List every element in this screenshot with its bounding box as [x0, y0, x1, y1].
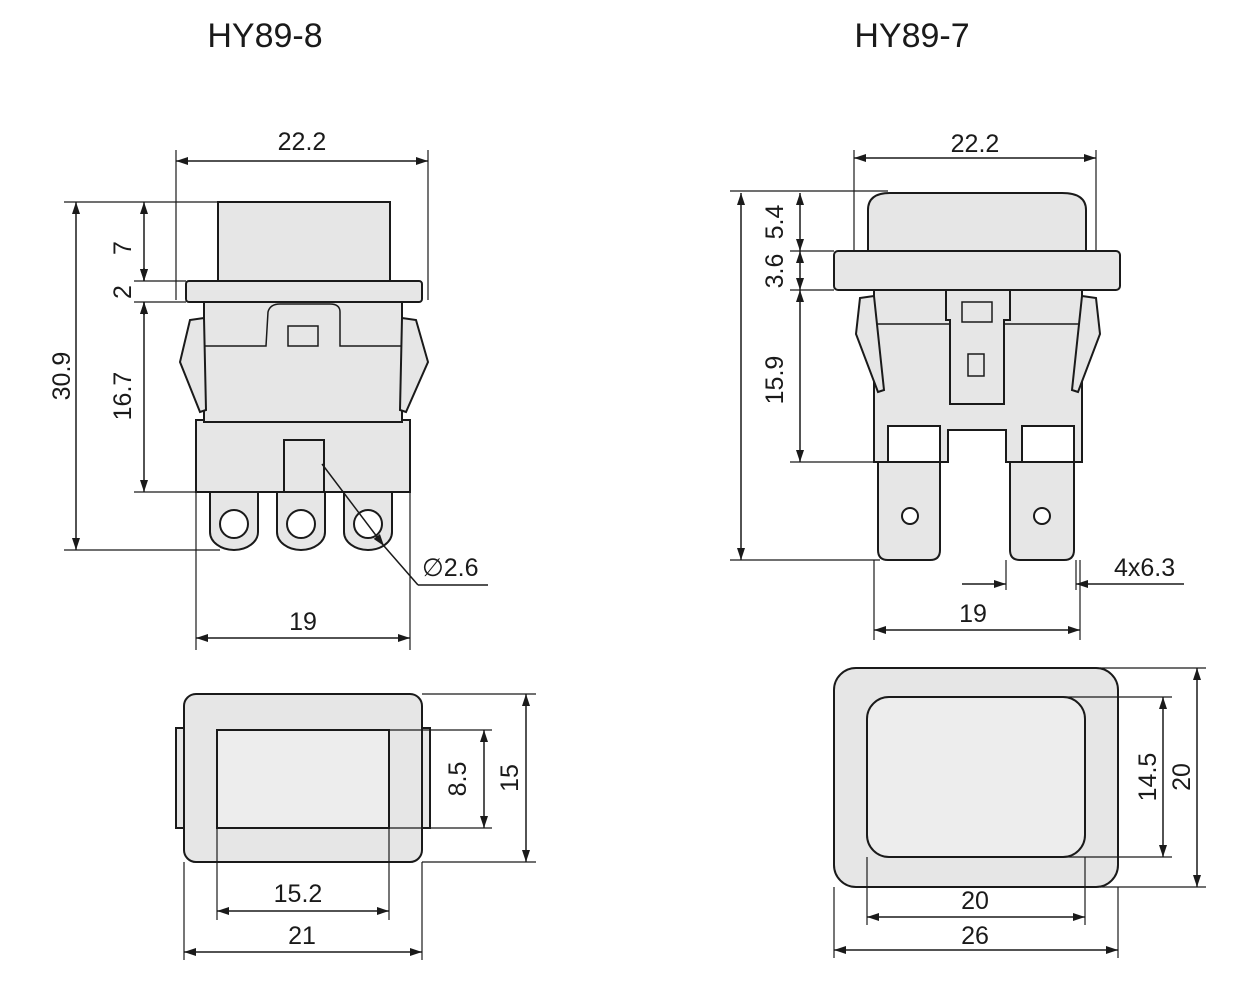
hy89-8-top-view: [175, 693, 431, 863]
inner-face-7: [866, 696, 1086, 858]
flange: [185, 280, 423, 303]
flange-7: [833, 250, 1121, 291]
dim-width-22-2-right: 22.2: [951, 130, 1000, 158]
hy89-7-top-dimensions: 14.5 20 20 26: [833, 667, 1206, 958]
clip-right-7: [1070, 294, 1102, 394]
dim-top-height-20: 20: [1168, 763, 1196, 791]
dim-flange-3-6: 3.6: [761, 254, 789, 289]
dim-base-width-19: 19: [289, 608, 317, 636]
cap: [217, 201, 391, 282]
center-tab: [283, 439, 325, 493]
left-clip: [178, 316, 208, 414]
dim-cap-height-7: 7: [109, 241, 137, 255]
dim-top-height-15: 15: [496, 764, 524, 792]
window-slot: [287, 325, 319, 347]
hy89-8-front-dimensions: 22.2 30.9 7 2 16.7 ∅2.6 19: [48, 128, 488, 650]
dim-top-width-20: 20: [961, 887, 989, 915]
dim-body-height-16-7: 16.7: [109, 372, 137, 421]
dim-cap-height-5-4: 5.4: [761, 205, 789, 240]
upper-body: [203, 301, 403, 423]
terminal-hole-2: [286, 509, 316, 539]
dim-top-width-21: 21: [288, 922, 316, 950]
terminal-hole-1: [219, 509, 249, 539]
dim-top-height-8-5: 8.5: [444, 762, 472, 797]
dim-width-22-2: 22.2: [278, 128, 327, 156]
hy89-7-front-view: [833, 192, 1121, 561]
title-hy89-7: HY89-7: [854, 17, 969, 55]
terminal-left-hole: [901, 507, 919, 525]
hy89-8-top-dimensions: 15 8.5 15.2 21: [183, 693, 536, 960]
hy89-7-top-view: [833, 667, 1119, 888]
dim-overall-height-30-9: 30.9: [48, 352, 76, 401]
actuator: [945, 289, 1011, 405]
dim-hole-diameter: ∅2.6: [422, 554, 479, 582]
clip-left-7: [854, 294, 886, 394]
dim-top-height-14-5: 14.5: [1134, 753, 1162, 802]
actuator-window: [967, 353, 985, 377]
terminal-right-hole: [1033, 507, 1051, 525]
dim-top-width-26: 26: [961, 922, 989, 950]
title-hy89-8: HY89-8: [207, 17, 322, 55]
dim-flange-2: 2: [109, 285, 137, 299]
dim-top-width-15-2: 15.2: [274, 880, 323, 908]
dim-body-height-15-9: 15.9: [761, 356, 789, 405]
dim-terminal-4x6-3: 4x6.3: [1114, 554, 1175, 582]
right-clip: [398, 316, 430, 414]
cap-7: [867, 192, 1087, 252]
dim-base-width-19-right: 19: [959, 600, 987, 628]
inner-window: [216, 729, 390, 829]
hy89-7-front-dimensions: 22.2 5.4 3.6 15.9 4x6.3 19: [730, 130, 1184, 640]
body-inner-contour: [204, 303, 402, 347]
hy89-8-front-view: [178, 201, 430, 551]
